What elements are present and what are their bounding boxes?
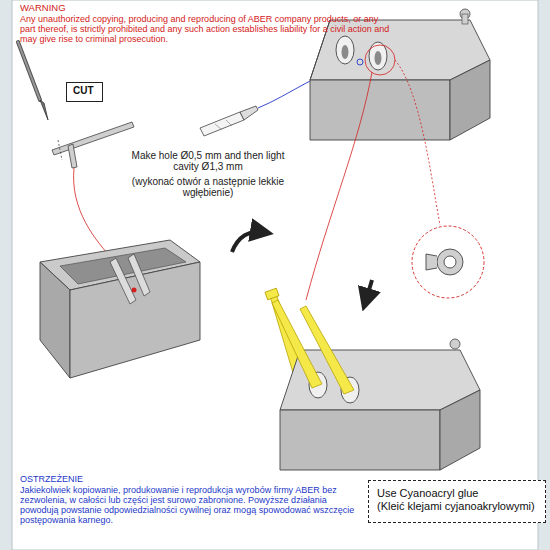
turret-base [40, 240, 200, 378]
instruction-note: Make hole Ø0,5 mm and then light cavity … [128, 150, 288, 172]
hobby-knife [18, 42, 48, 120]
instruction-note-pl: (wykonać otwór a następnie lekkie wgłębi… [128, 176, 288, 198]
box-text: (Kleić klejami cyjanoakrylowymi) [377, 500, 537, 513]
warning-heading: WARNING [20, 3, 440, 14]
warning-text: Any unauthorized copying, producing and … [20, 14, 392, 44]
cut-box: CUT [66, 82, 103, 102]
box-text: CUT [73, 85, 96, 97]
warning-heading-pl: OSTRZEŻENIE [20, 474, 320, 484]
warning-text-pl: Jakiekolwiek kopiowanie, produkowanie i … [20, 485, 365, 525]
box-text: Use Cyanoacryl glue [377, 487, 537, 500]
sprue-rod [52, 122, 134, 168]
drill-bit [200, 106, 258, 136]
assembled-turret [272, 300, 480, 470]
detail-circle [412, 226, 484, 298]
glue-note-box: Use Cyanoacryl glue(Kleić klejami cyjano… [368, 480, 546, 523]
